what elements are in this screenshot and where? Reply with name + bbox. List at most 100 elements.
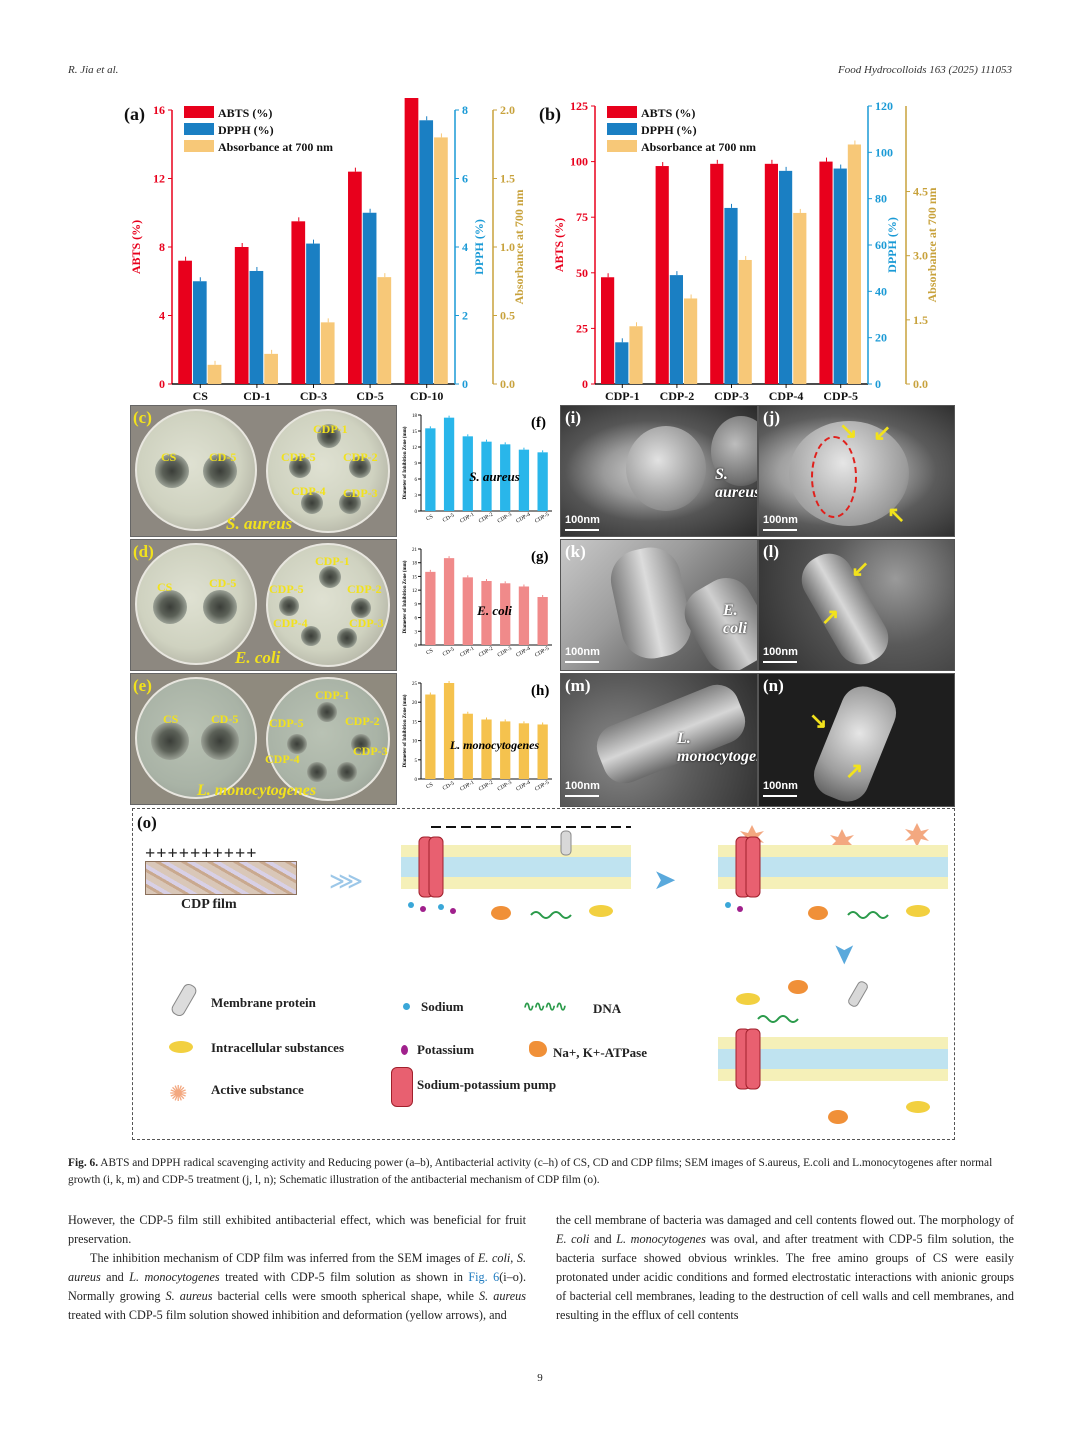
bar [518,723,530,779]
bar [443,558,455,645]
y3-tick-label: 1.0 [500,240,515,254]
sem-image-i: (i) S. aureus 100nm [560,405,758,537]
panel-label-l: (l) [763,542,780,561]
y3-tick-label: 4.5 [913,185,928,199]
legend-dna: DNA [593,1001,622,1016]
arrow-right-icon: ➤ [653,865,677,896]
y-tick-label: 12 [412,446,418,451]
bar [537,452,548,511]
y2-axis-title: DPPH (%) [885,217,899,273]
sem-i-organism: S. aureus [715,466,758,501]
sem-image-m: (m) L. monocytogenes 100nm [560,673,758,807]
y-tick-label: 18 [412,414,418,419]
bar [249,270,264,384]
plate-c-label-cd5: CD-5 [209,450,237,464]
y2-tick-label: 100 [875,145,893,159]
y-tick-label: 15 [412,430,418,435]
organism-label: S. aureus [469,469,520,484]
bar [779,170,793,384]
legend-swatch [184,123,214,135]
y-tick-label: 0 [159,377,165,391]
y-tick-label: 15 [412,575,418,580]
arrow-down-icon: ➤ [828,942,860,966]
bar [518,586,530,645]
bar [833,168,847,384]
arrow-icon: ↗ [821,604,840,629]
plate-e-label-cdp4: CDP-4 [265,752,300,766]
bar [192,281,207,384]
fig-6-link[interactable]: Fig. 6 [468,1270,500,1284]
plate-panel-e: (e) CS CD-5 CDP-1 CDP-5 CDP-2 CDP-4 CDP-… [130,673,397,805]
arrow-icon: ↗ [845,758,864,783]
plate-e-label-cs: CS [163,712,179,726]
x-tick-label: CD-5 [442,646,456,657]
legend-label: DPPH (%) [641,123,697,137]
body-right-column: the cell membrane of bacteria was damage… [556,1211,1014,1325]
plate-c-label-cdp2: CDP-2 [343,450,378,464]
y-tick-label: 18 [412,562,418,567]
page-number: 9 [537,1372,543,1384]
schematic-panel-o: (o) ++++++++++ CDP film ⋙ ➤ ➤ [132,808,955,1140]
x-tick-label: CD-5 [442,780,456,791]
bar [462,577,473,645]
panel-label-o: (o) [137,813,157,832]
arrow-icon: ↖ [887,502,906,527]
membrane-protein-icon [169,981,199,1019]
bar [207,364,222,384]
legend-label: DPPH (%) [218,123,274,137]
bar [306,243,320,384]
y-tick-label: 50 [576,266,588,280]
legend-swatch [607,123,637,135]
legend-atpase: Na+, K+-ATPase [553,1045,648,1060]
y-tick-label: 0 [415,510,418,515]
sem-image-l: (l) ↙ ↗ 100nm [758,539,955,671]
bar [847,144,861,384]
sem-i-scale-label: 100nm [565,514,600,526]
bar [481,719,492,779]
chart-b: 02550751001250204060801001200.01.53.04.5… [539,99,939,403]
body-right-p: the cell membrane of bacteria was damage… [556,1213,1014,1322]
y-tick-label: 75 [576,210,588,224]
arrow-icon: ↙ [873,420,892,445]
y-tick-label: 20 [412,701,418,706]
bar [419,120,434,385]
y2-axis-title: DPPH (%) [472,219,486,275]
bar [710,163,724,384]
panel-label: (a) [124,104,145,125]
y-tick-label: 10 [412,740,418,745]
y2-tick-label: 80 [875,192,887,206]
x-tick-label: CD-5 [356,389,383,403]
y2-tick-label: 6 [462,172,468,186]
sem-j-scale-bar [763,529,797,531]
plate-d-label-cdp1: CDP-1 [315,554,350,568]
legend-membrane-protein: Membrane protein [211,995,316,1010]
legend-pump: Sodium-potassium pump [417,1077,557,1092]
sem-l-scale-label: 100nm [763,646,798,658]
membrane-damaged [718,980,948,1124]
y-tick-label: 0 [415,778,418,783]
body-left-p2: The inhibition mechanism of CDP film was… [68,1251,526,1322]
panel-label-j: (j) [763,408,780,427]
y-tick-label: 6 [415,478,418,483]
bar [537,724,548,779]
plate-d-label-cd5: CD-5 [209,576,237,590]
plate-d-label-cdp2: CDP-2 [347,582,382,596]
y-axis-title: ABTS (%) [552,218,566,272]
bar [629,326,643,384]
y2-tick-label: 0 [462,377,468,391]
x-tick-label: CD-3 [300,389,327,403]
sodium-icon [403,1003,410,1010]
plate-c-label-cdp5: CDP-5 [281,450,316,464]
y-tick-label: 12 [412,589,418,594]
y2-tick-label: 40 [875,284,887,298]
y-tick-label: 5 [415,759,418,764]
bar [462,713,473,779]
plate-c-label-cdp4: CDP-4 [291,484,326,498]
bar [481,581,492,645]
figure-caption: Fig. 6. ABTS and DPPH radical scavenging… [68,1155,1012,1189]
bar [362,212,377,384]
active-substance-icon: ✺ [169,1081,188,1106]
damage-circle [811,436,857,518]
y-axis-title: Diameter of Inhibition Zone (mm) [403,560,408,633]
chart-background [397,673,557,803]
